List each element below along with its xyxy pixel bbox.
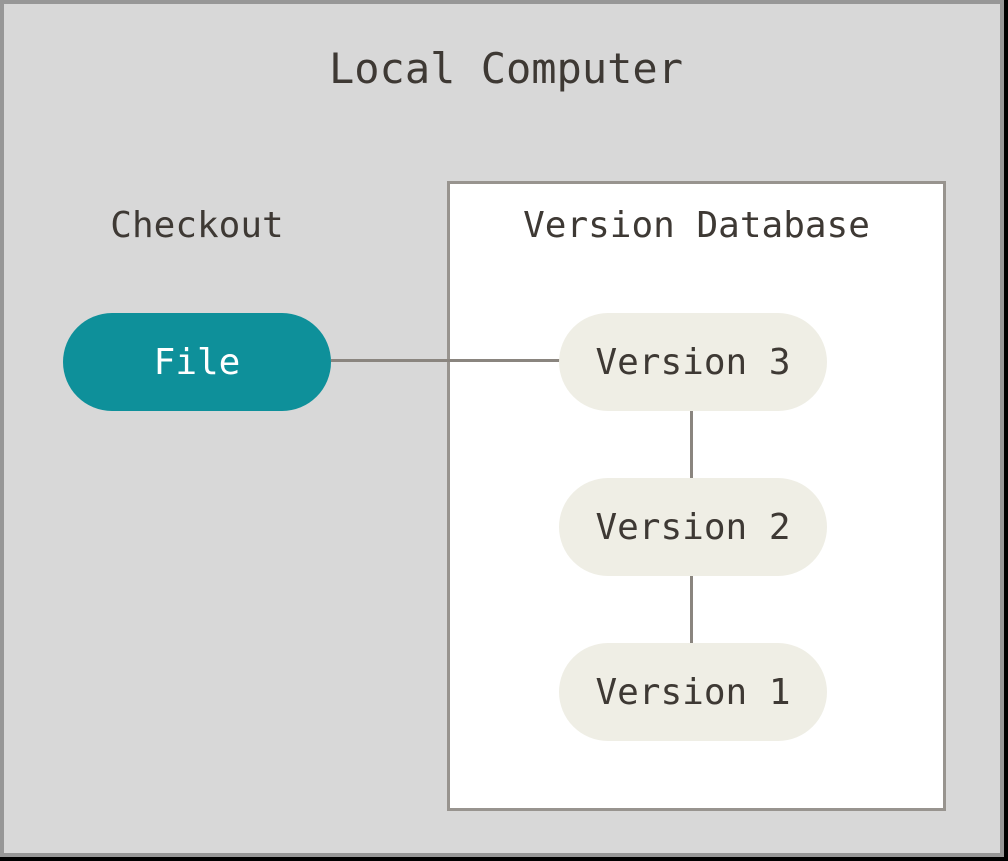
node-version-1-label: Version 1 (595, 671, 791, 713)
edge-version2-to-version1 (690, 573, 693, 645)
node-version-3-label: Version 3 (595, 341, 791, 383)
checkout-label: Checkout (110, 205, 284, 246)
node-version-3: Version 3 (559, 313, 827, 411)
edge-version3-to-version2 (690, 410, 693, 480)
node-version-1: Version 1 (559, 643, 827, 741)
version-database-title: Version Database (523, 205, 870, 246)
edge-file-to-version3 (331, 359, 560, 362)
node-version-2-label: Version 2 (595, 506, 791, 548)
node-version-2: Version 2 (559, 478, 827, 576)
node-file-label: File (153, 341, 241, 383)
diagram-title: Local Computer (328, 44, 683, 93)
node-file: File (63, 313, 331, 411)
